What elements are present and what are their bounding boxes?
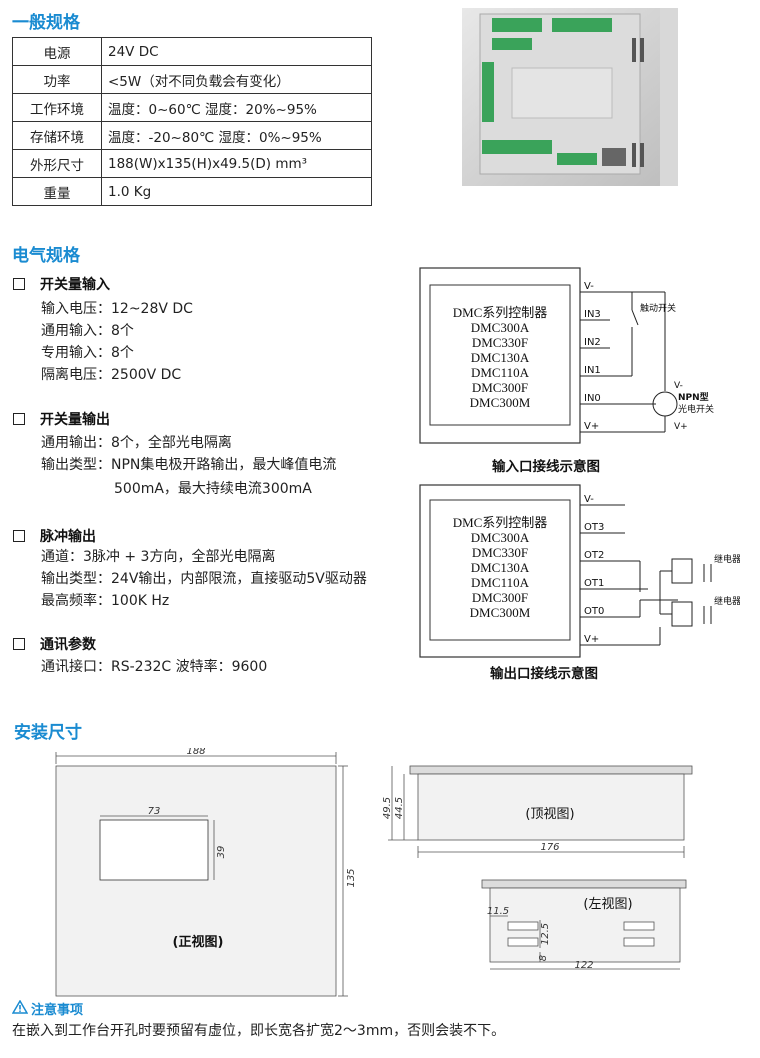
block-line: 隔离电压：2500V DC (41, 367, 182, 383)
pin-label: OT3 (584, 522, 604, 533)
pin-label: IN1 (584, 365, 601, 376)
npn-label: NPN型 (678, 391, 709, 403)
pin-label: V- (584, 494, 594, 505)
touch-switch-label: 触动开关 (640, 302, 676, 314)
note-title: 注意事项 (31, 1003, 84, 1018)
pin-label: V- (584, 281, 594, 292)
block-line: 通用输入：8个 (41, 323, 134, 339)
model-label: DMC300A (471, 530, 530, 545)
left-c-label: 8 (538, 955, 549, 961)
block-title: 脉冲输出 (40, 529, 96, 545)
electrical-spec-title: 电气规格 (12, 246, 80, 266)
cutout-width-label: 73 (148, 806, 161, 817)
sensor-vplus: V+ (674, 422, 688, 432)
block-title: 开关量输入 (40, 277, 110, 293)
pin-label: IN3 (584, 309, 601, 320)
spec-key: 电源 (12, 37, 102, 66)
bullet-icon (13, 278, 25, 290)
model-label: DMC300F (472, 380, 528, 395)
model-label: DMC系列控制器 (453, 305, 548, 320)
output-wiring-diagram: DMC系列控制器 DMC300A DMC330F DMC130A DMC110A… (419, 484, 740, 658)
model-label: DMC110A (471, 575, 530, 590)
top-height-label: 49.5 (382, 797, 393, 819)
sensor-vminus: V- (674, 381, 683, 391)
front-view-label: (正视图) (173, 934, 224, 950)
input-wiring-diagram: DMC系列控制器 DMC300A DMC330F DMC130A DMC110A… (419, 267, 714, 444)
block-line: 通道：3脉冲 + 3方向，全部光电隔离 (41, 549, 276, 565)
front-width-label: 188 (186, 748, 205, 757)
top-height2-label: 44.5 (394, 797, 405, 819)
table-row: 存储环境温度：-20~80℃ 湿度：0%~95% (12, 121, 372, 150)
controller-photo (462, 8, 678, 186)
block-line: 最高频率：100K Hz (41, 593, 170, 609)
block-line: 输出类型：24V输出，内部限流，直接驱动5V驱动器 (41, 571, 367, 587)
model-label: DMC300M (470, 395, 531, 410)
model-label: DMC300A (471, 320, 530, 335)
left-width-label: 122 (574, 960, 593, 971)
top-view-drawing: 49.5 44.5 176 (顶视图) (382, 765, 693, 858)
spec-value: 温度：0~60℃ 湿度：20%~95% (101, 93, 372, 122)
cutout-height-label: 39 (216, 846, 227, 859)
bullet-icon (13, 413, 25, 425)
note-text: 在嵌入到工作台开孔时要预留有虚位，即长宽各扩宽2～3mm，否则会装不下。 (12, 1023, 506, 1039)
top-width-label: 176 (540, 842, 559, 853)
pin-label: OT0 (584, 606, 604, 617)
spec-key: 重量 (12, 177, 102, 206)
table-row: 工作环境温度：0~60℃ 湿度：20%~95% (12, 93, 372, 122)
install-title: 安装尺寸 (14, 723, 82, 743)
pin-label: IN2 (584, 337, 601, 348)
output-diagram-caption: 输出口接线示意图 (490, 666, 598, 682)
pin-label: V+ (584, 421, 599, 432)
block-line: 输出类型：NPN集电极开路输出，最大峰值电流 (41, 457, 337, 473)
npn-label-2: 光电开关 (678, 403, 714, 415)
spec-key: 存储环境 (12, 121, 102, 150)
front-height-label: 135 (346, 868, 357, 887)
left-b-label: 12.5 (540, 923, 551, 945)
model-label: DMC130A (471, 560, 530, 575)
block-title: 通讯参数 (40, 637, 96, 653)
spec-value: 24V DC (101, 37, 372, 66)
left-view-drawing: 11.5 12.5 8 122 (左视图) (481, 879, 687, 971)
block-line: 通讯接口：RS-232C 波特率：9600 (41, 659, 268, 675)
model-label: DMC330F (472, 545, 528, 560)
block-title: 开关量输出 (40, 412, 110, 428)
spec-value: 188(W)x135(H)x49.5(D) mm³ (101, 149, 372, 178)
warning-icon (12, 1000, 28, 1014)
spec-value: 温度：-20~80℃ 湿度：0%~95% (101, 121, 372, 150)
pin-label: OT2 (584, 550, 604, 561)
model-label: DMC300M (470, 605, 531, 620)
front-view-drawing: 188 135 73 39 (正视图) (55, 748, 357, 997)
bullet-icon (13, 530, 25, 542)
block-line: 500mA，最大持续电流300mA (114, 481, 312, 497)
block-line: 通用输出：8个，全部光电隔离 (41, 435, 232, 451)
left-a-label: 11.5 (487, 906, 509, 917)
relay0-label: 继电器0 (714, 595, 740, 607)
pin-label: IN0 (584, 393, 601, 404)
input-diagram-caption: 输入口接线示意图 (492, 459, 600, 475)
left-view-label: (左视图) (583, 897, 632, 912)
pin-label: OT1 (584, 578, 604, 589)
relay1-label: 继电器1 (714, 553, 740, 565)
spec-value: <5W（对不同负载会有变化） (101, 65, 372, 94)
bullet-icon (13, 638, 25, 650)
spec-key: 工作环境 (12, 93, 102, 122)
spec-key: 功率 (12, 65, 102, 94)
general-spec-title: 一般规格 (12, 13, 80, 33)
model-label: DMC130A (471, 350, 530, 365)
model-label: DMC系列控制器 (453, 515, 548, 530)
spec-key: 外形尺寸 (12, 149, 102, 178)
spec-value: 1.0 Kg (101, 177, 372, 206)
pin-label: V+ (584, 634, 599, 645)
block-line: 专用输入：8个 (41, 345, 134, 361)
top-view-label: (顶视图) (525, 807, 574, 822)
model-label: DMC300F (472, 590, 528, 605)
model-label: DMC110A (471, 365, 530, 380)
block-line: 输入电压：12~28V DC (41, 301, 193, 317)
model-label: DMC330F (472, 335, 528, 350)
table-row: 功率<5W（对不同负载会有变化） (12, 65, 372, 94)
